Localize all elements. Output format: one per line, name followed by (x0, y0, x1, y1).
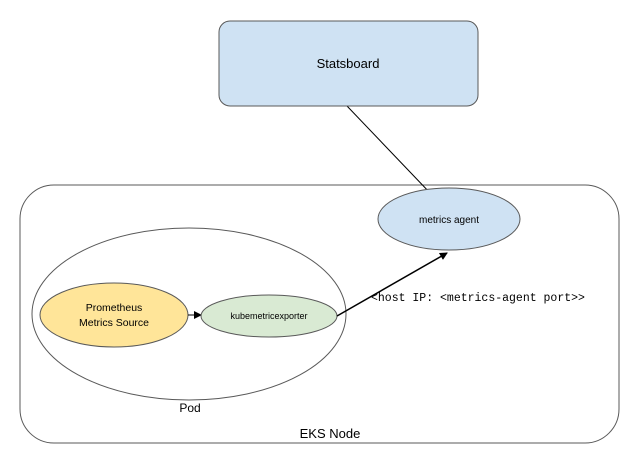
pod-ellipse (31, 227, 347, 401)
eks-node-label: EKS Node (300, 426, 361, 441)
statsboard-connector (346, 105, 433, 196)
statsboard-label: Statsboard (317, 56, 380, 71)
pod-label: Pod (179, 401, 200, 415)
prometheus-label-line1: Prometheus (86, 302, 143, 314)
connection-label: <host IP: <metrics-agent port>> (371, 292, 585, 305)
metrics-agent-label: metrics agent (419, 215, 479, 226)
metrics-agent-node (377, 187, 521, 251)
prometheus-label-line2: Metrics Source (79, 317, 149, 329)
exporter-to-agent-arrow (336, 252, 448, 317)
statsboard-box (218, 20, 479, 107)
prometheus-node (39, 282, 189, 348)
exporter-label: kubemetricexporter (230, 311, 307, 321)
